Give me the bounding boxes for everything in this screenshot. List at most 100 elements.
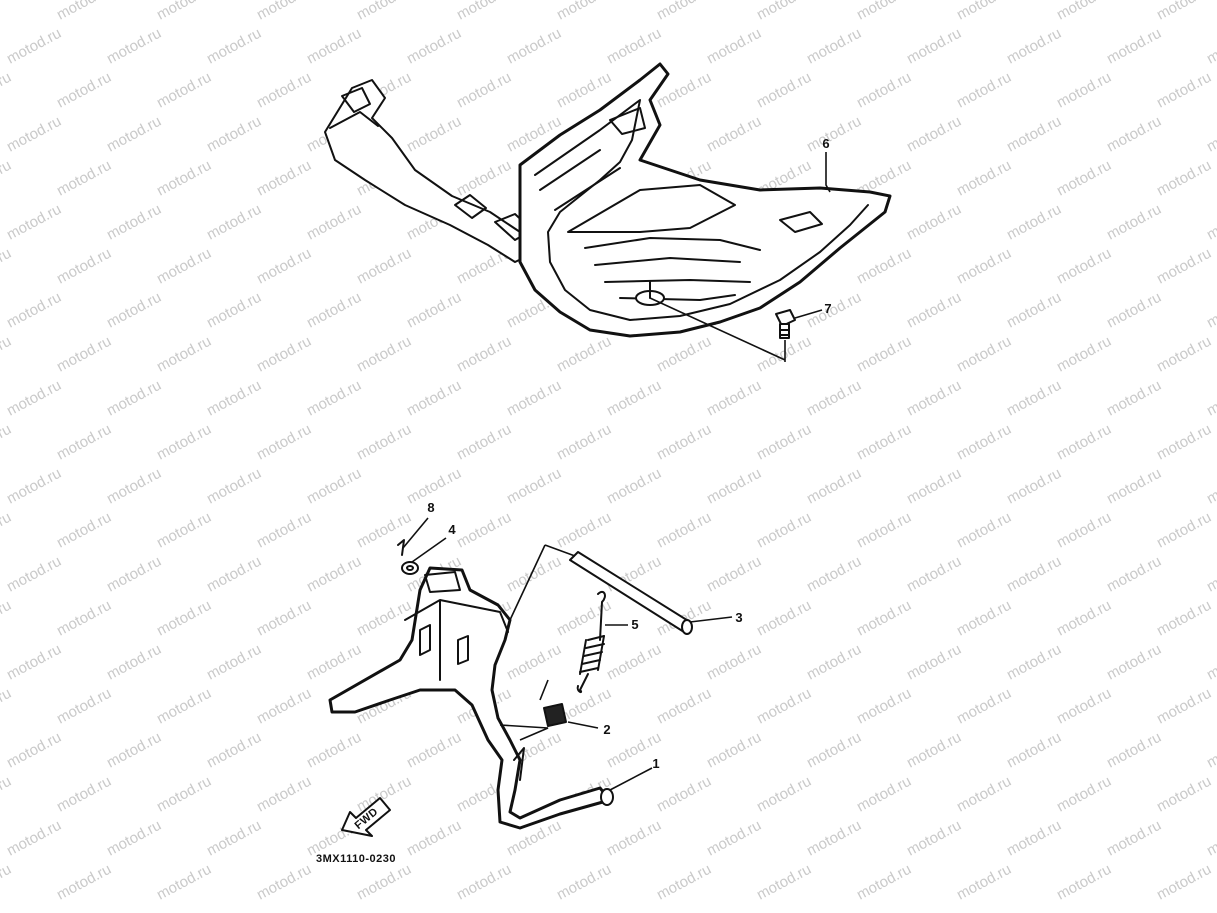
watermark-text: motod.ru [1154, 685, 1214, 728]
watermark-text: motod.ru [304, 289, 364, 332]
watermark-text: motod.ru [354, 0, 414, 24]
watermark-text: motod.ru [504, 465, 564, 508]
watermark-text: motod.ru [104, 729, 164, 772]
washer-part [401, 561, 419, 575]
watermark-text: motod.ru [354, 333, 414, 376]
watermark-text: motod.ru [104, 289, 164, 332]
watermark-text: motod.ru [4, 113, 64, 156]
watermark-text: motod.ru [904, 377, 964, 420]
watermark-text: motod.ru [304, 729, 364, 772]
watermark-text: motod.ru [54, 421, 114, 464]
watermark-text: motod.ru [0, 69, 14, 112]
watermark-text: motod.ru [1104, 553, 1164, 596]
watermark-text: motod.ru [304, 465, 364, 508]
watermark-text: motod.ru [654, 773, 714, 816]
watermark-text: motod.ru [354, 245, 414, 288]
center-stand-part [328, 566, 614, 830]
watermark-text: motod.ru [454, 69, 514, 112]
watermark-text: motod.ru [954, 157, 1014, 200]
watermark-text: motod.ru [404, 377, 464, 420]
watermark-text: motod.ru [304, 201, 364, 244]
watermark-text: motod.ru [54, 861, 114, 904]
watermark-text: motod.ru [154, 157, 214, 200]
watermark-text: motod.ru [4, 289, 64, 332]
watermark-text: motod.ru [104, 817, 164, 860]
watermark-text: motod.ru [904, 289, 964, 332]
watermark-text: motod.ru [854, 685, 914, 728]
watermark-text: motod.ru [1204, 641, 1217, 684]
watermark-text: motod.ru [0, 861, 14, 904]
watermark-text: motod.ru [554, 597, 614, 640]
watermark-text: motod.ru [954, 509, 1014, 552]
watermark-text: motod.ru [1204, 553, 1217, 596]
watermark-text: motod.ru [1104, 465, 1164, 508]
watermark-text: motod.ru [854, 421, 914, 464]
watermark-text: motod.ru [754, 0, 814, 24]
watermark-text: motod.ru [154, 773, 214, 816]
watermark-text: motod.ru [354, 421, 414, 464]
watermark-text: motod.ru [254, 157, 314, 200]
watermark-text: motod.ru [1104, 641, 1164, 684]
watermark-text: motod.ru [1054, 69, 1114, 112]
watermark-text: motod.ru [154, 597, 214, 640]
watermark-text: motod.ru [4, 641, 64, 684]
watermark-text: motod.ru [4, 465, 64, 508]
callout-5: 5 [631, 617, 638, 632]
callout-4: 4 [448, 522, 456, 537]
callout-2: 2 [603, 722, 610, 737]
watermark-text: motod.ru [1154, 69, 1214, 112]
watermark-text: motod.ru [1204, 113, 1217, 156]
watermark-text: motod.ru [754, 509, 814, 552]
watermark-text: motod.ru [904, 201, 964, 244]
watermark-text: motod.ru [54, 773, 114, 816]
watermark-text: motod.ru [54, 0, 114, 24]
watermark-text: motod.ru [104, 641, 164, 684]
watermark-text: motod.ru [1054, 0, 1114, 24]
watermark-text: motod.ru [704, 465, 764, 508]
footrest-board-part [324, 62, 892, 338]
watermark-text: motod.ru [754, 861, 814, 904]
watermark-text: motod.ru [604, 377, 664, 420]
watermark-text: motod.ru [104, 553, 164, 596]
watermark-text: motod.ru [454, 333, 514, 376]
watermark-text: motod.ru [554, 0, 614, 24]
watermark-text: motod.ru [404, 289, 464, 332]
watermark-text: motod.ru [904, 25, 964, 68]
watermark-text: motod.ru [804, 289, 864, 332]
watermark-text: motod.ru [654, 685, 714, 728]
watermark-text: motod.ru [254, 773, 314, 816]
watermark-text: motod.ru [204, 641, 264, 684]
watermark-text: motod.ru [304, 25, 364, 68]
watermark-text: motod.ru [4, 817, 64, 860]
watermark-text: motod.ru [1154, 861, 1214, 904]
watermark-text: motod.ru [554, 333, 614, 376]
watermark-text: motod.ru [954, 245, 1014, 288]
watermark-text: motod.ru [604, 465, 664, 508]
watermark-text: motod.ru [1204, 729, 1217, 772]
watermark-text: motod.ru [354, 861, 414, 904]
watermark-text: motod.ru [1154, 421, 1214, 464]
watermark-text: motod.ru [1054, 245, 1114, 288]
watermark-text: motod.ru [154, 333, 214, 376]
watermark-text: motod.ru [1204, 25, 1217, 68]
watermark-text: motod.ru [1054, 597, 1114, 640]
watermark-text: motod.ru [804, 465, 864, 508]
watermark-text: motod.ru [854, 69, 914, 112]
stopper-part [499, 679, 567, 741]
watermark-text: motod.ru [1004, 465, 1064, 508]
watermark-text: motod.ru [804, 641, 864, 684]
callout-7: 7 [824, 301, 831, 316]
watermark-text: motod.ru [1004, 729, 1064, 772]
watermark-text: motod.ru [404, 113, 464, 156]
watermark-text: motod.ru [254, 685, 314, 728]
watermark-text: motod.ru [54, 245, 114, 288]
watermark-text: motod.ru [254, 333, 314, 376]
watermark-text: motod.ru [54, 333, 114, 376]
watermark-text: motod.ru [1004, 113, 1064, 156]
watermark-text: motod.ru [1054, 157, 1114, 200]
watermark-text: motod.ru [254, 597, 314, 640]
watermark-text: motod.ru [1204, 289, 1217, 332]
watermark-text: motod.ru [0, 0, 14, 24]
callout-8: 8 [427, 500, 434, 515]
